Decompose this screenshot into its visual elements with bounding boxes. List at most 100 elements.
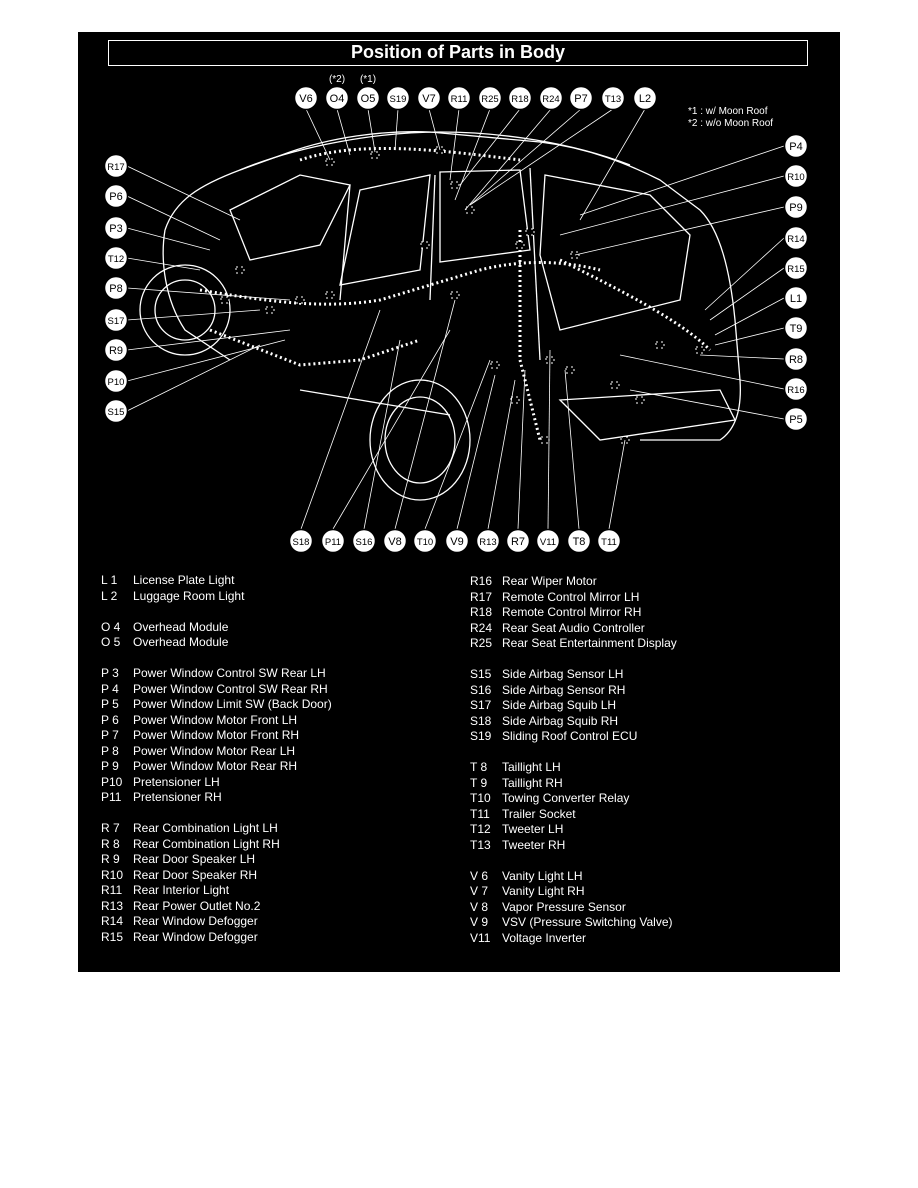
leader-line: [464, 108, 552, 211]
callout-label: R15: [787, 264, 804, 275]
leader-line: [454, 108, 491, 201]
callout-p7: P7: [568, 85, 594, 111]
rear-bumper: [558, 389, 736, 441]
legend-name: Side Airbag Squib RH: [502, 713, 619, 728]
legend-name: Rear Power Outlet No.2: [133, 898, 261, 913]
leader-line: [126, 227, 211, 251]
legend-name: Vapor Pressure Sensor: [502, 899, 626, 914]
callout-label: R14: [787, 234, 804, 245]
callout-label: P3: [109, 223, 122, 235]
rear-left-wheel: [369, 379, 471, 501]
legend-code: V 9: [470, 915, 489, 929]
callout-label: T12: [108, 254, 124, 265]
leader-line: [363, 339, 401, 530]
connector-block: [420, 241, 430, 249]
leader-line: [126, 257, 201, 271]
connector-block: [325, 158, 335, 166]
callout-v8: V8: [382, 528, 408, 554]
callout-circle: [783, 194, 809, 220]
legend-code: P11: [101, 790, 122, 804]
legend-code: R13: [101, 898, 124, 913]
b-pillar: [339, 184, 351, 301]
callout-r10: R10: [783, 163, 809, 189]
leader-line: [704, 237, 785, 311]
legend-spacer: [470, 853, 677, 869]
callout-label: S15: [108, 407, 125, 418]
callout-r8: R8: [783, 346, 809, 372]
callout-label: S17: [108, 316, 125, 327]
callout-p9: P9: [783, 194, 809, 220]
legend-code: T 8: [470, 760, 488, 774]
leader-line: [574, 206, 785, 256]
legend-name: Pretensioner LH: [133, 774, 220, 789]
legend-name: Rear Door Speaker RH: [133, 867, 258, 882]
front-left-wheel-hub: [154, 279, 216, 341]
legend-name: VSV (Pressure Switching Valve): [502, 915, 673, 929]
callout-p4: P4: [783, 133, 809, 159]
harness-back-door: [559, 258, 712, 352]
callout-circle: [355, 85, 381, 111]
callout-p6: P6: [103, 183, 129, 209]
leader-line: [469, 108, 614, 206]
callout-r16: R16: [783, 376, 809, 402]
callout-circle: [783, 406, 809, 432]
callout-p11: P11: [320, 528, 346, 554]
callout-label: R24: [542, 94, 559, 105]
leader-line: [487, 379, 516, 530]
legend-name: Rear Window Defogger: [133, 929, 258, 944]
callout-label: R18: [511, 94, 528, 105]
leader-line: [547, 349, 551, 530]
legend-name: Remote Control Mirror RH: [502, 605, 642, 619]
legend-code: V11: [470, 930, 491, 945]
callout-circle: [783, 346, 809, 372]
leader-line: [336, 108, 351, 156]
callout-r11: R11: [446, 85, 472, 111]
legend-code: L 1: [101, 573, 118, 587]
callout-label: T11: [601, 537, 617, 548]
callout-label: R16: [787, 385, 804, 396]
harness-rear: [518, 230, 542, 441]
legend-code: R17: [470, 589, 493, 604]
callout-s18: S18: [288, 528, 314, 554]
callout-circle: [446, 85, 472, 111]
callout-circle: [783, 376, 809, 402]
legend-name: License Plate Light: [133, 573, 235, 587]
leader-line: [332, 329, 451, 530]
legend-code: T10: [470, 791, 491, 805]
callout-label: R17: [107, 162, 124, 173]
callout-label: S18: [293, 537, 310, 548]
legend-code: P 6: [101, 712, 119, 727]
leader-line: [126, 165, 241, 221]
callout-circle: [783, 133, 809, 159]
callout-v11: V11: [535, 528, 561, 554]
connector-block: [610, 381, 620, 389]
callout-r14: R14: [783, 225, 809, 251]
leader-line: [709, 267, 785, 321]
leader-line: [619, 354, 785, 390]
connector-block: [450, 181, 460, 189]
leader-line: [579, 108, 646, 221]
connector-block: [235, 266, 245, 274]
callout-p8: P8: [103, 275, 129, 301]
leader-line: [629, 389, 785, 420]
callout-circle: [320, 528, 346, 554]
leader-line: [394, 108, 399, 151]
footnote-moon-roof: *1 : w/ Moon Roof: [688, 106, 768, 117]
